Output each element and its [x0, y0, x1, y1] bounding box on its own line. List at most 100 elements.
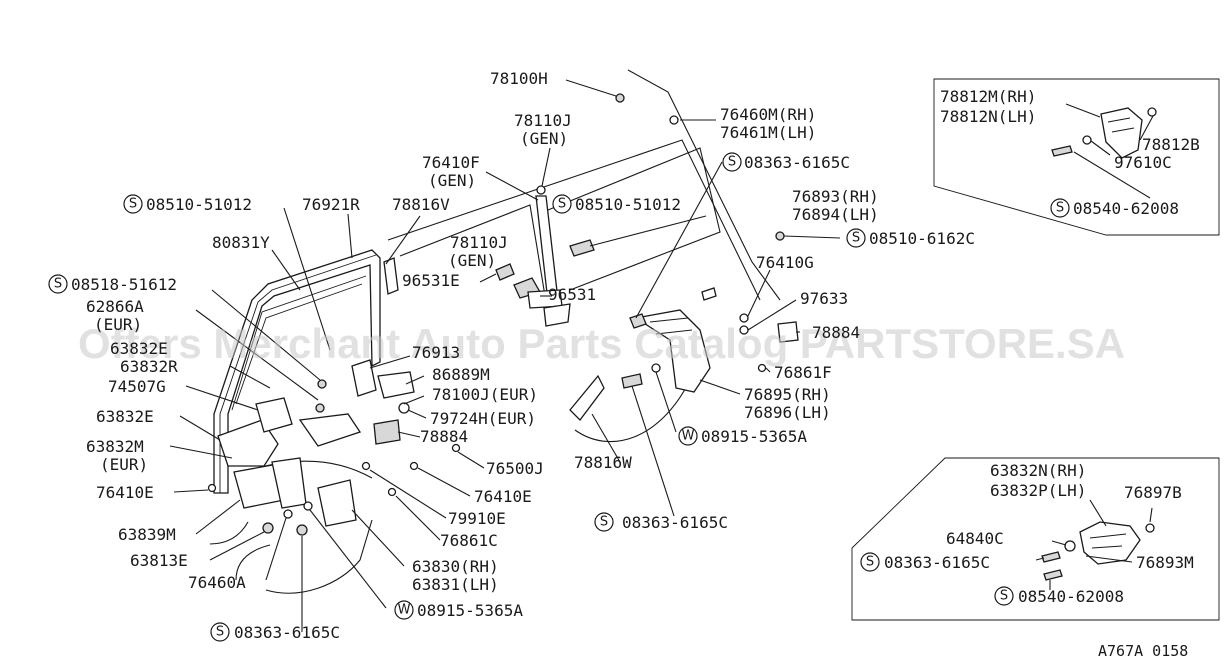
svg-text:S: S: [852, 231, 860, 246]
inset-frame-top: [933, 78, 1220, 236]
clip-79724H: [398, 402, 410, 414]
svg-text:W: W: [682, 429, 695, 444]
screw-08363-b: [621, 373, 643, 389]
moulding-78816V: [383, 257, 399, 295]
label-97633: 97633: [800, 289, 848, 308]
label-76500J: 76500J: [486, 459, 544, 478]
clip-63813E: [262, 522, 274, 534]
clip-76861F: [757, 363, 767, 373]
label-08540-62008-b: 08540-62008: [1018, 587, 1124, 606]
label-78812M: 78812M(RH): [940, 87, 1036, 106]
label-76861C: 76861C: [440, 531, 498, 550]
inset-top-right: [933, 78, 1220, 236]
label-76913: 76913: [412, 343, 460, 362]
door-quarter-glass: [399, 204, 546, 297]
symbol-s-08510-b: S: [552, 194, 572, 214]
symbol-s-08510-a: S: [123, 194, 143, 214]
svg-text:S: S: [129, 197, 137, 212]
label-76893: 76893(RH): [792, 187, 879, 206]
label-64840C: 64840C: [946, 529, 1004, 548]
screw-08363-c: [296, 524, 308, 536]
leader-08363-d: [1035, 557, 1045, 561]
label-76410F: 76410F: [422, 153, 480, 172]
label-78884: 78884: [420, 427, 468, 446]
svg-text:S: S: [1056, 201, 1064, 216]
screw-08540-b: [1043, 569, 1063, 581]
leader-63832N: [1089, 499, 1107, 527]
clip-78812B: [1147, 107, 1157, 117]
svg-text:S: S: [600, 515, 608, 530]
lower-lock-assembly: [207, 397, 357, 536]
symbol-w-08915-b: W: [394, 600, 414, 620]
clip-76410E: [409, 461, 419, 471]
label-76921R: 76921R: [302, 195, 360, 214]
striker-detail: [1089, 533, 1127, 549]
leader-78812M: [1065, 103, 1101, 118]
label-96531E: 96531E: [402, 271, 460, 290]
label-08510-51012-b: 08510-51012: [575, 195, 681, 214]
label-78816V: 78816V: [392, 195, 450, 214]
label-63832R: 63832R: [120, 357, 178, 376]
divider-channel: [495, 185, 595, 327]
inset-frame-bottom: [851, 457, 1220, 621]
leader-64840C: [1051, 540, 1067, 546]
svg-text:S: S: [728, 155, 736, 170]
label-63813E: 63813E: [130, 551, 188, 570]
lock-76893-detail: [649, 317, 693, 335]
weatherstrip-80831Y: [231, 275, 367, 411]
label-gen-b: (GEN): [428, 171, 476, 190]
washer-97610C: [1082, 135, 1092, 145]
grommet-78884-b: [373, 419, 401, 445]
label-63832M: 63832M: [86, 437, 144, 456]
label-76410E-b: 76410E: [474, 487, 532, 506]
label-76460A: 76460A: [188, 573, 246, 592]
symbol-s-08363-d: S: [860, 552, 880, 572]
label-74507G: 74507G: [108, 377, 166, 396]
label-78100J: 78100J(EUR): [432, 385, 538, 404]
label-eur-b: (EUR): [100, 455, 148, 474]
escutcheon-86889M: [377, 371, 415, 399]
clip-76460A: [283, 509, 293, 519]
label-63832N: 63832N(RH): [990, 461, 1086, 480]
washer-64840C: [1064, 540, 1076, 552]
label-63832E-top: 63832E: [110, 339, 168, 358]
svg-text:W: W: [398, 603, 411, 618]
screw-08540-a: [1051, 145, 1073, 157]
leader-76893M: [1085, 555, 1133, 563]
clip-96531E: [495, 263, 515, 281]
door-main-glass: [547, 147, 721, 291]
leader-08540-a: [1073, 151, 1151, 199]
leader-lines: [169, 79, 841, 632]
inner-handle-assembly: [298, 359, 461, 497]
clip-78100H: [615, 93, 625, 103]
label-78816W: 78816W: [574, 453, 632, 472]
svg-text:S: S: [866, 555, 874, 570]
label-gen-a: (GEN): [520, 129, 568, 148]
label-gen-c: (GEN): [448, 251, 496, 270]
label-63832E: 63832E: [96, 407, 154, 426]
leader-76897B: [1149, 507, 1153, 523]
label-76410G: 76410G: [756, 253, 814, 272]
clip-79910E: [361, 461, 371, 471]
screw-08363-d: [1041, 551, 1061, 563]
lever-63832E: [217, 419, 279, 467]
clip-62866A: [317, 379, 327, 389]
label-08363-6165C-c: 08363-6165C: [234, 623, 340, 642]
leader-78812B: [1139, 115, 1154, 141]
symbol-w-08915-a: W: [678, 426, 698, 446]
clip-76410G: [739, 313, 749, 323]
clip-76500J: [451, 443, 461, 453]
lock-mechanism: [569, 231, 799, 421]
label-62866A: 62866A: [86, 297, 144, 316]
bracket-78812: [1100, 107, 1143, 159]
label-08363-6165C-a: 08363-6165C: [744, 153, 850, 172]
label-08510-51012-a: 08510-51012: [146, 195, 252, 214]
door-lower-curve: [574, 379, 691, 443]
bracket-78110J: [543, 303, 571, 327]
rod-76410G: [701, 287, 717, 301]
grommet-78884: [777, 321, 799, 343]
door-body: [249, 69, 781, 594]
svg-text:S: S: [54, 277, 62, 292]
label-63830: 63830(RH): [412, 557, 499, 576]
striker-63832N: [1079, 521, 1141, 565]
